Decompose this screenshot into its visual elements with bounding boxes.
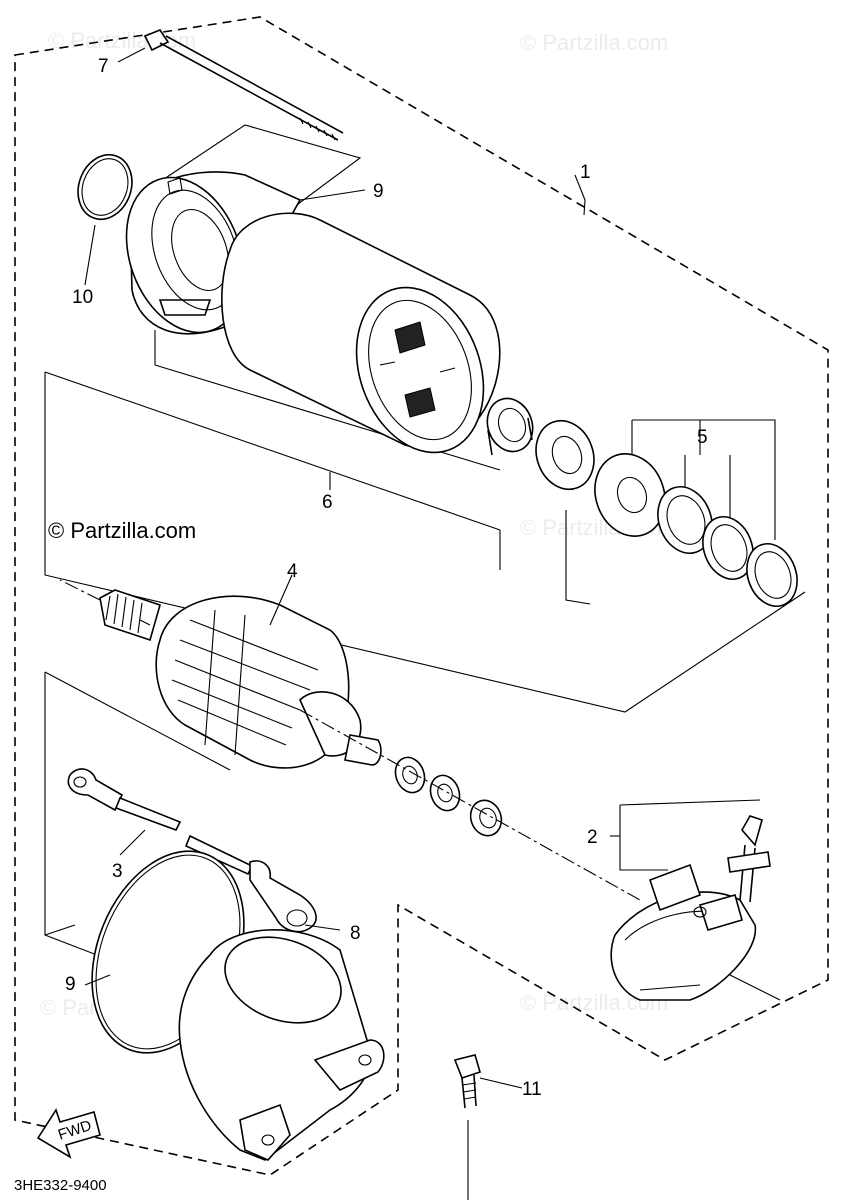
motor-yoke <box>221 212 501 454</box>
watermarks: © Partzilla.com © Partzilla.com © Partzi… <box>40 28 668 1020</box>
leader-lines <box>84 47 620 1089</box>
fwd-arrow-icon: FWD <box>36 1108 101 1159</box>
screw-11 <box>453 1054 481 1200</box>
assembly-boundary <box>14 16 829 1176</box>
group-frame-5 <box>631 419 776 540</box>
callouts: 1 2 3 4 5 6 7 8 9 9 10 11 <box>65 56 708 1100</box>
o-ring-10 <box>77 153 133 221</box>
callout-5: 5 <box>697 427 708 448</box>
watermark-text: © Partzilla.com <box>520 30 668 55</box>
oil-seal <box>535 419 595 491</box>
diagram-code: 3HE332-9400 <box>14 1177 107 1194</box>
lead-wire <box>67 768 317 933</box>
watermark-text-main: © Partzilla.com <box>48 518 196 543</box>
assembly-axis <box>59 579 641 901</box>
callout-4: 4 <box>287 561 298 582</box>
front-cover <box>178 929 385 1161</box>
through-bolt <box>143 29 344 141</box>
callout-2: 2 <box>587 827 598 848</box>
o-ring-10-inner <box>81 158 129 216</box>
callout-10: 10 <box>72 287 93 308</box>
callout-1: 1 <box>580 162 591 183</box>
callout-9-top: 9 <box>373 181 384 202</box>
shaft-washers <box>394 756 503 837</box>
callout-8: 8 <box>350 923 361 944</box>
callout-11: 11 <box>522 1079 542 1100</box>
brush-holder <box>610 815 771 1001</box>
callout-9-bottom: 9 <box>65 974 76 995</box>
washer-set <box>594 453 798 607</box>
armature <box>99 589 382 769</box>
bearing <box>486 397 534 456</box>
callout-6: 6 <box>322 492 333 513</box>
callout-3: 3 <box>112 861 123 882</box>
callout-7: 7 <box>98 56 109 77</box>
